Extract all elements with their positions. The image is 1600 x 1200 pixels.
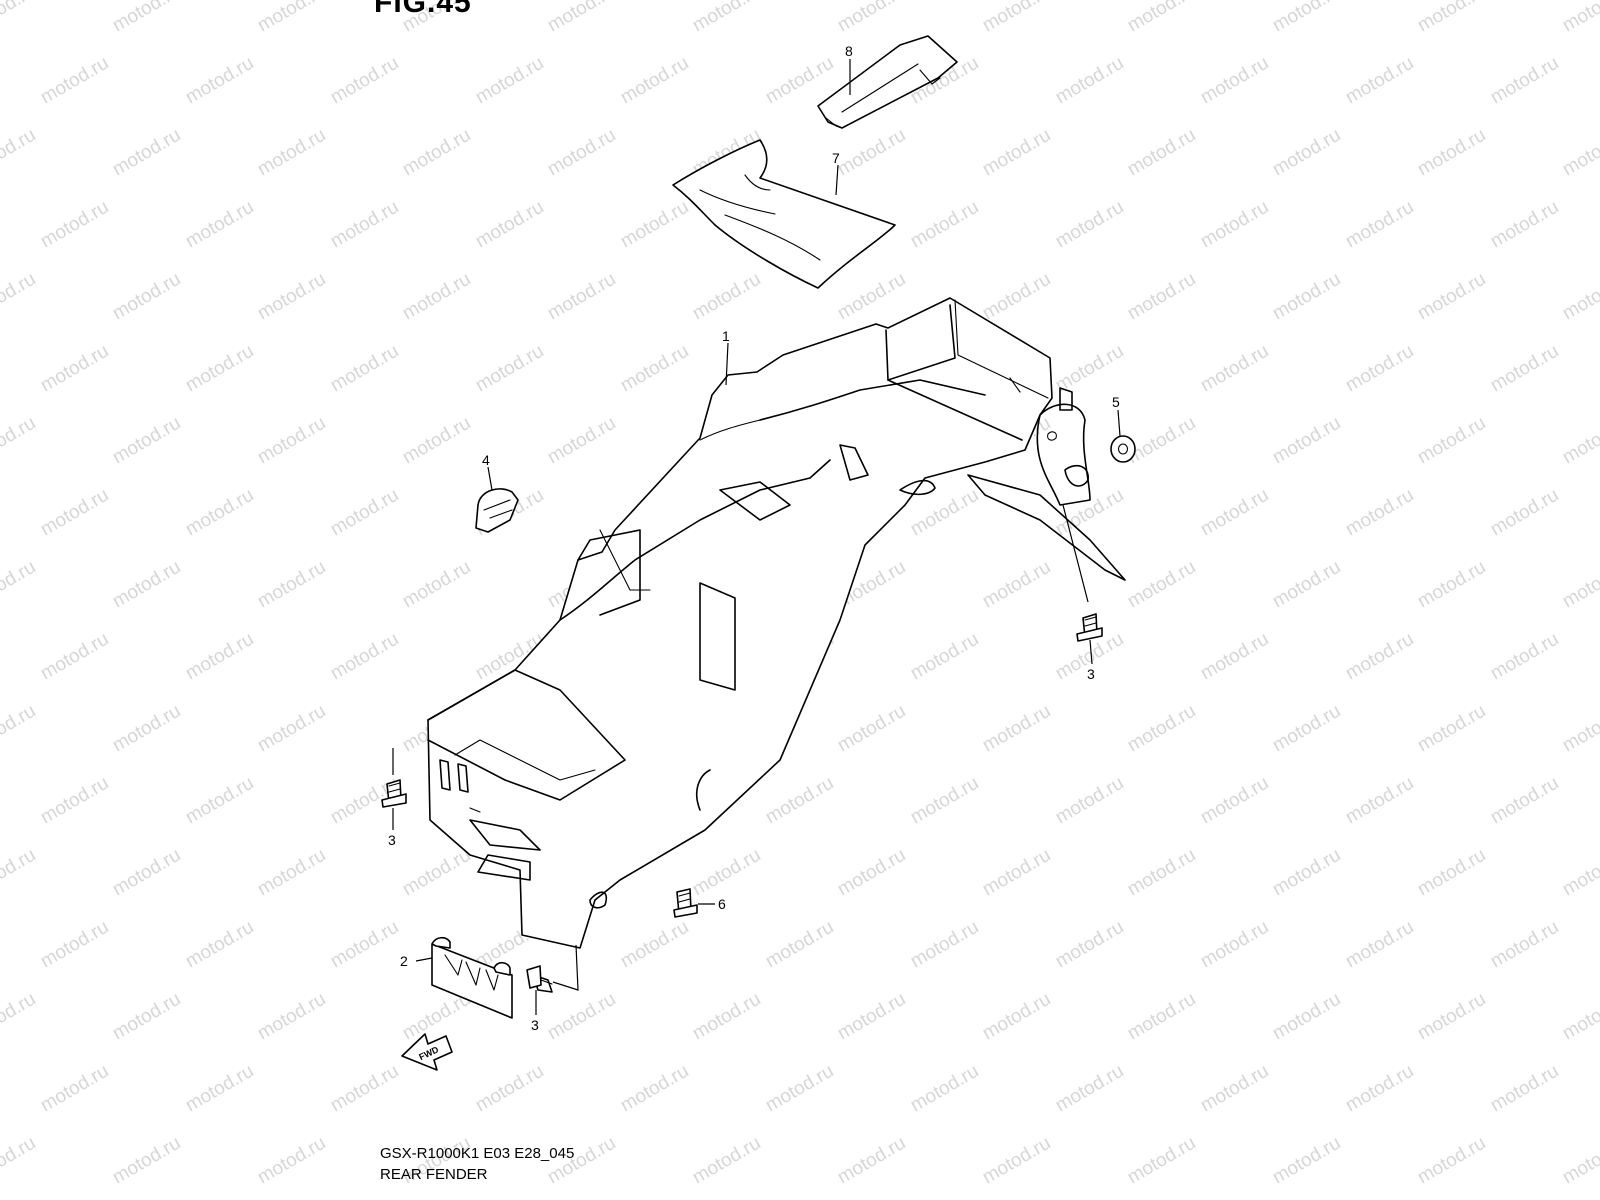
rear-fender-part[interactable] xyxy=(427,297,1126,949)
leader-7 xyxy=(835,164,839,196)
callout-5: 5 xyxy=(1112,394,1120,410)
callout-1: 1 xyxy=(722,328,730,344)
callout-6: 6 xyxy=(718,896,726,912)
seat-pad-part[interactable] xyxy=(672,139,896,289)
leader-4 xyxy=(487,466,493,491)
strap-part[interactable] xyxy=(817,35,958,129)
leader-3a xyxy=(1062,504,1093,665)
leader-2 xyxy=(415,957,433,962)
figure-title: FIG.45 xyxy=(374,0,472,19)
callout-3-bottom: 3 xyxy=(531,1017,539,1033)
model-code-caption: GSX-R1000K1 E03 E28_045 xyxy=(380,1145,575,1162)
clamp-part[interactable] xyxy=(475,488,519,533)
callout-3-right: 3 xyxy=(1087,666,1095,682)
leader-3c xyxy=(535,944,579,1015)
callout-3-left: 3 xyxy=(388,832,396,848)
bolt-part-right[interactable] xyxy=(1076,613,1103,642)
callout-4: 4 xyxy=(482,452,490,468)
leader-5 xyxy=(1117,409,1121,437)
callout-8: 8 xyxy=(845,43,853,59)
washer-part[interactable] xyxy=(1110,435,1136,463)
bolt-part-bottom[interactable] xyxy=(526,965,553,993)
part-name-caption: REAR FENDER xyxy=(380,1166,488,1183)
callout-7: 7 xyxy=(832,150,840,166)
callout-2: 2 xyxy=(400,953,408,969)
bolt-part-6[interactable] xyxy=(673,888,698,918)
leader-1 xyxy=(725,342,729,386)
reflector-part[interactable] xyxy=(431,936,513,1019)
bolt-part-left[interactable] xyxy=(381,779,407,808)
fwd-arrow: FWD xyxy=(401,1033,453,1071)
